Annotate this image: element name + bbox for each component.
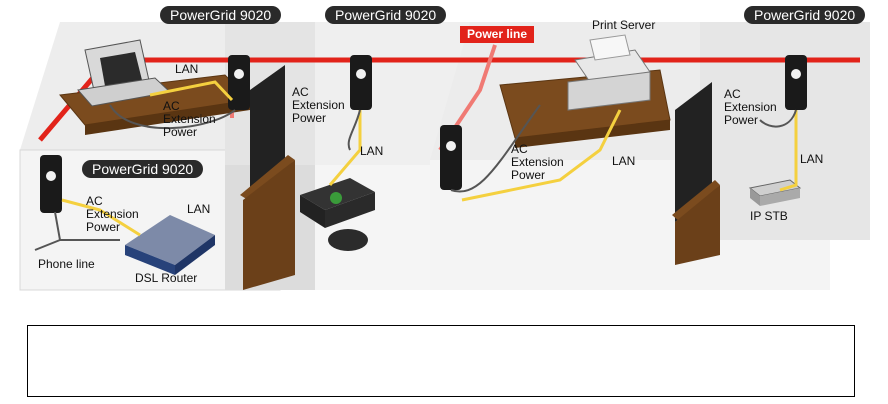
powergrid-label-1: PowerGrid 9020: [160, 6, 282, 24]
label-ac-4: AC Extension Power: [724, 87, 777, 127]
adapter-right-wall: [440, 125, 462, 190]
label-print-server: Print Server: [592, 18, 656, 32]
adapter-room3: [785, 55, 807, 110]
label-ip-stb: IP STB: [750, 209, 788, 223]
caption-box: [27, 325, 855, 397]
powergrid-label-4: PowerGrid 9020: [82, 160, 204, 178]
lan-cables: [61, 80, 798, 237]
label-ac-1: AC Extension Power: [163, 99, 216, 139]
powergrid-label-3: PowerGrid 9020: [744, 6, 866, 24]
label-lan-1: LAN: [175, 62, 199, 76]
label-lan-bottom: LAN: [187, 202, 211, 216]
powergrid-label-2: PowerGrid 9020: [325, 6, 447, 24]
tv-right: [675, 82, 712, 222]
label-phone-line: Phone line: [38, 257, 95, 271]
label-ac-2: AC Extension Power: [292, 85, 345, 125]
dsl-router-graphic: [125, 215, 215, 275]
printer-graphic: [567, 34, 651, 111]
ip-stb-graphic: [748, 179, 802, 206]
diagram-graphic: [19, 22, 870, 291]
label-ac-3: AC Extension Power: [511, 142, 564, 182]
label-lan-3: LAN: [612, 154, 636, 168]
label-lan-2: LAN: [360, 144, 384, 158]
adapter-bottom: [40, 155, 62, 213]
label-lan-4: LAN: [800, 152, 824, 166]
adapter-room1: [228, 55, 250, 110]
computer-graphic: [77, 39, 172, 107]
label-ac-bottom: AC Extension Power: [86, 194, 139, 234]
power-line-label: Power line: [460, 26, 535, 43]
game-console-graphic: [300, 178, 375, 251]
network-diagram: PowerGrid 9020 PowerGrid 9020 PowerGrid …: [19, 6, 870, 291]
adapter-room2: [350, 55, 372, 110]
label-dsl-router: DSL Router: [135, 271, 198, 285]
